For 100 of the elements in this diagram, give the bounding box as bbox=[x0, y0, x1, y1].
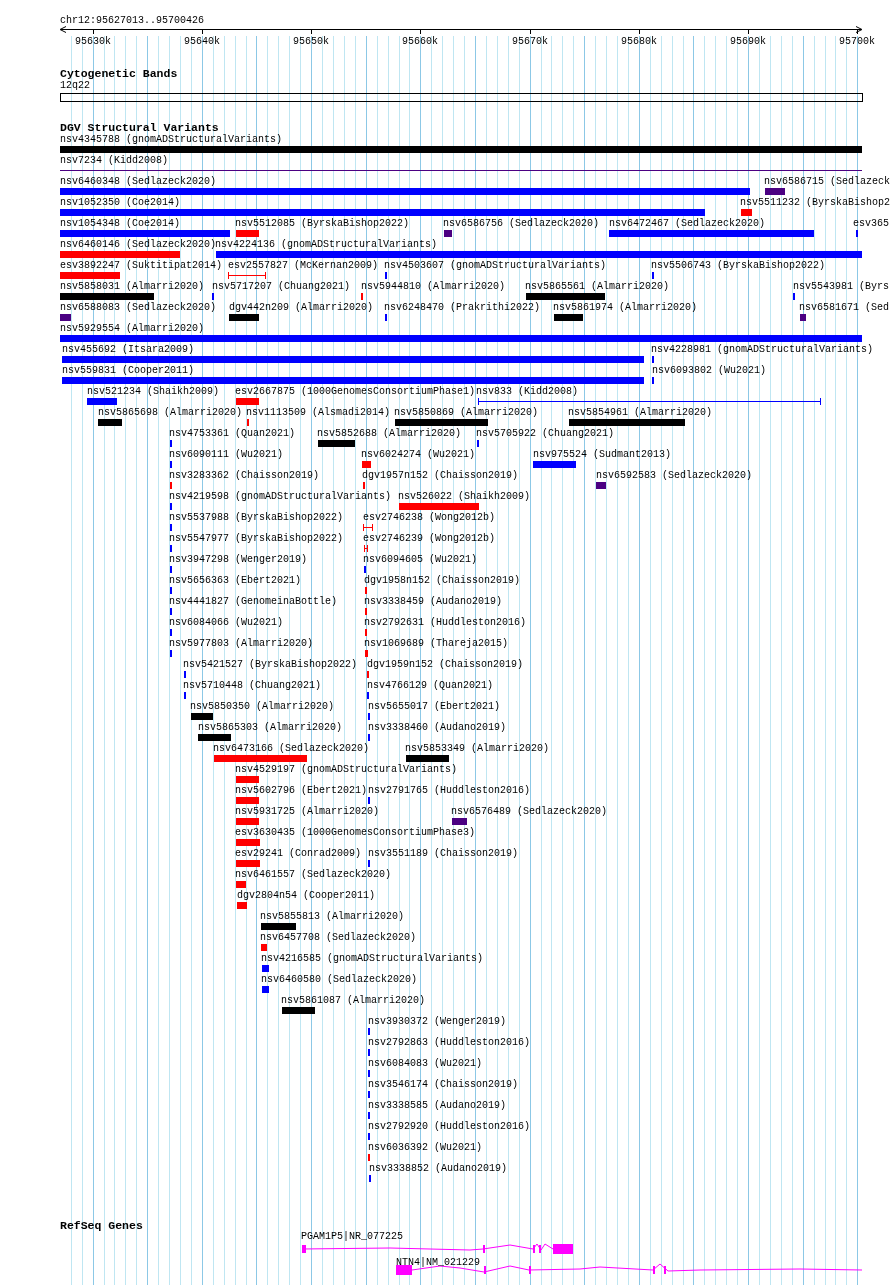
variant-label: nsv6581671 (Sed bbox=[799, 302, 889, 314]
variant-label: nsv3338460 (Audano2019) bbox=[368, 722, 507, 734]
variant-label: nsv1069689 (Thareja2015) bbox=[364, 638, 509, 650]
variant-label: nsv5977803 (Almarri2020) bbox=[169, 638, 314, 650]
variant-label: nsv2792920 (Huddleston2016) bbox=[368, 1121, 531, 1133]
variant-label: nsv4345788 (gnomADStructuralVariants) bbox=[60, 134, 283, 146]
variant-label: nsv4529197 (gnomADStructuralVariants) bbox=[235, 764, 458, 776]
variant-label: nsv5861087 (Almarri2020) bbox=[281, 995, 426, 1007]
variant-label: nsv6461557 (Sedlazeck2020) bbox=[235, 869, 392, 881]
tick-label: 95680k bbox=[621, 36, 657, 48]
variant-label: nsv4766129 (Quan2021) bbox=[367, 680, 494, 692]
variant-label: nsv2791765 (Huddleston2016) bbox=[368, 785, 531, 797]
variant-label: nsv2792631 (Huddleston2016) bbox=[364, 617, 527, 629]
variant-label: esv3630435 (1000GenomesConsortiumPhase3) bbox=[235, 827, 476, 839]
variant-label: nsv5853349 (Almarri2020) bbox=[405, 743, 550, 755]
variant-label: nsv833 (Kidd2008) bbox=[476, 386, 579, 398]
variant-label: nsv5850350 (Almarri2020) bbox=[190, 701, 335, 713]
variant-label: nsv5602796 (Ebert2021) bbox=[235, 785, 368, 797]
variant-label: nsv5931725 (Almarri2020) bbox=[235, 806, 380, 818]
variant-label: nsv5944810 (Almarri2020) bbox=[361, 281, 506, 293]
variant-label: nsv5852688 (Almarri2020) bbox=[317, 428, 462, 440]
variant-label: nsv6457708 (Sedlazeck2020) bbox=[260, 932, 417, 944]
variant-label: nsv6473166 (Sedlazeck2020) bbox=[213, 743, 370, 755]
track-title: Cytogenetic Bands bbox=[60, 67, 178, 80]
variant-label: nsv5656363 (Ebert2021) bbox=[169, 575, 302, 587]
variant-label: nsv6248470 (Prakrithi2022) bbox=[384, 302, 541, 314]
coordinate-range: chr12:95627013..95700426 bbox=[60, 15, 205, 27]
variant-label: nsv5717207 (Chuang2021) bbox=[212, 281, 351, 293]
variant-label: nsv4441827 (GenomeinaBottle) bbox=[169, 596, 338, 608]
variant-label: dgv2804n54 (Cooper2011) bbox=[237, 890, 376, 902]
variant-label: nsv5850869 (Almarri2020) bbox=[394, 407, 539, 419]
variant-label: nsv6592583 (Sedlazeck2020) bbox=[596, 470, 753, 482]
variant-label: nsv5865561 (Almarri2020) bbox=[525, 281, 670, 293]
variant-label: nsv5861974 (Almarri2020) bbox=[553, 302, 698, 314]
variant-label: nsv6084083 (Wu2021) bbox=[368, 1058, 483, 1070]
variant-label: nsv5512085 (ByrskaBishop2022) bbox=[235, 218, 410, 230]
variant-label: nsv3546174 (Chaisson2019) bbox=[368, 1079, 519, 1091]
variant-label: dgv1958n152 (Chaisson2019) bbox=[364, 575, 521, 587]
variant-label: nsv6586756 (Sedlazeck2020) bbox=[443, 218, 600, 230]
tick-label: 95630k bbox=[75, 36, 111, 48]
tick-label: 95670k bbox=[512, 36, 548, 48]
variant-label: nsv3283362 (Chaisson2019) bbox=[169, 470, 320, 482]
variant-label: nsv5854961 (Almarri2020) bbox=[568, 407, 713, 419]
variant-label: nsv6084066 (Wu2021) bbox=[169, 617, 284, 629]
variant-label: nsv5543981 (Byrs bbox=[793, 281, 889, 293]
track-title: DGV Structural Variants bbox=[60, 121, 219, 134]
variant-label: nsv3338585 (Audano2019) bbox=[368, 1100, 507, 1112]
variant-label: nsv975524 (Sudmant2013) bbox=[533, 449, 672, 461]
variant-label: nsv6460580 (Sedlazeck2020) bbox=[261, 974, 418, 986]
variant-label: nsv3947298 (Wenger2019) bbox=[169, 554, 308, 566]
band-label: 12q22 bbox=[60, 80, 90, 92]
variant-label: nsv5537988 (ByrskaBishop2022) bbox=[169, 512, 344, 524]
tick-label: 95650k bbox=[293, 36, 329, 48]
variant-label: nsv526022 (Shaikh2009) bbox=[398, 491, 531, 503]
gene-label: PGAM1P5|NR_077225 bbox=[301, 1231, 404, 1243]
variant-label: nsv455692 (Itsara2009) bbox=[62, 344, 195, 356]
variant-label: nsv3338459 (Audano2019) bbox=[364, 596, 503, 608]
tick-label: 95700k bbox=[839, 36, 875, 48]
variant-label: nsv4503607 (gnomADStructuralVariants) bbox=[384, 260, 607, 272]
variant-label: nsv6036392 (Wu2021) bbox=[368, 1142, 483, 1154]
variant-label: esv2746239 (Wong2012b) bbox=[363, 533, 496, 545]
variant-label: nsv521234 (Shaikh2009) bbox=[87, 386, 220, 398]
variant-label: nsv5421527 (ByrskaBishop2022) bbox=[183, 659, 358, 671]
variant-label: nsv7234 (Kidd2008) bbox=[60, 155, 169, 167]
variant-label: nsv1054348 (Coe2014) bbox=[60, 218, 181, 230]
variant-label: nsv5511232 (ByrskaBishop2 bbox=[740, 197, 890, 209]
variant-label: nsv5929554 (Almarri2020) bbox=[60, 323, 205, 335]
gene-label: NTN4|NM_021229 bbox=[396, 1257, 480, 1269]
variant-label: nsv6586715 (Sedlazeck bbox=[764, 176, 890, 188]
variant-label: nsv5865303 (Almarri2020) bbox=[198, 722, 343, 734]
variant-label: dgv1957n152 (Chaisson2019) bbox=[362, 470, 519, 482]
variant-label: nsv6093802 (Wu2021) bbox=[652, 365, 767, 377]
variant-label: nsv1052350 (Coe2014) bbox=[60, 197, 181, 209]
variant-label: dgv1959n152 (Chaisson2019) bbox=[367, 659, 524, 671]
variant-label: nsv5655017 (Ebert2021) bbox=[368, 701, 501, 713]
tick-label: 95660k bbox=[402, 36, 438, 48]
variant-label: nsv2792863 (Huddleston2016) bbox=[368, 1037, 531, 1049]
variant-label: nsv3551189 (Chaisson2019) bbox=[368, 848, 519, 860]
variant-label: nsv5855813 (Almarri2020) bbox=[260, 911, 405, 923]
variant-label: nsv6460146 (Sedlazeck2020) bbox=[60, 239, 217, 251]
variant-label: nsv1113509 (Alsmadi2014) bbox=[246, 407, 391, 419]
variant-label: nsv6094605 (Wu2021) bbox=[363, 554, 478, 566]
variant-label: nsv5705922 (Chuang2021) bbox=[476, 428, 615, 440]
variant-label: nsv4228981 (gnomADStructuralVariants) bbox=[651, 344, 874, 356]
variant-label: nsv4216585 (gnomADStructuralVariants) bbox=[261, 953, 484, 965]
variant-label: dgv442n209 (Almarri2020) bbox=[229, 302, 374, 314]
tick-label: 95690k bbox=[730, 36, 766, 48]
variant-label: nsv5865698 (Almarri2020) bbox=[98, 407, 243, 419]
variant-label: esv2667875 (1000GenomesConsortiumPhase1) bbox=[235, 386, 476, 398]
variant-label: nsv3930372 (Wenger2019) bbox=[368, 1016, 507, 1028]
track-title: RefSeq Genes bbox=[60, 1219, 143, 1232]
variant-label: esv365 bbox=[853, 218, 889, 230]
variant-label: nsv6460348 (Sedlazeck2020) bbox=[60, 176, 217, 188]
variant-label: nsv4753361 (Quan2021) bbox=[169, 428, 296, 440]
variant-label: nsv6472467 (Sedlazeck2020) bbox=[609, 218, 766, 230]
variant-label: nsv5710448 (Chuang2021) bbox=[183, 680, 322, 692]
variant-label: esv3892247 (Suktitipat2014) bbox=[60, 260, 223, 272]
variant-label: nsv4219598 (gnomADStructuralVariants) bbox=[169, 491, 392, 503]
variant-label: nsv5858031 (Almarri2020) bbox=[60, 281, 205, 293]
tick-label: 95640k bbox=[184, 36, 220, 48]
